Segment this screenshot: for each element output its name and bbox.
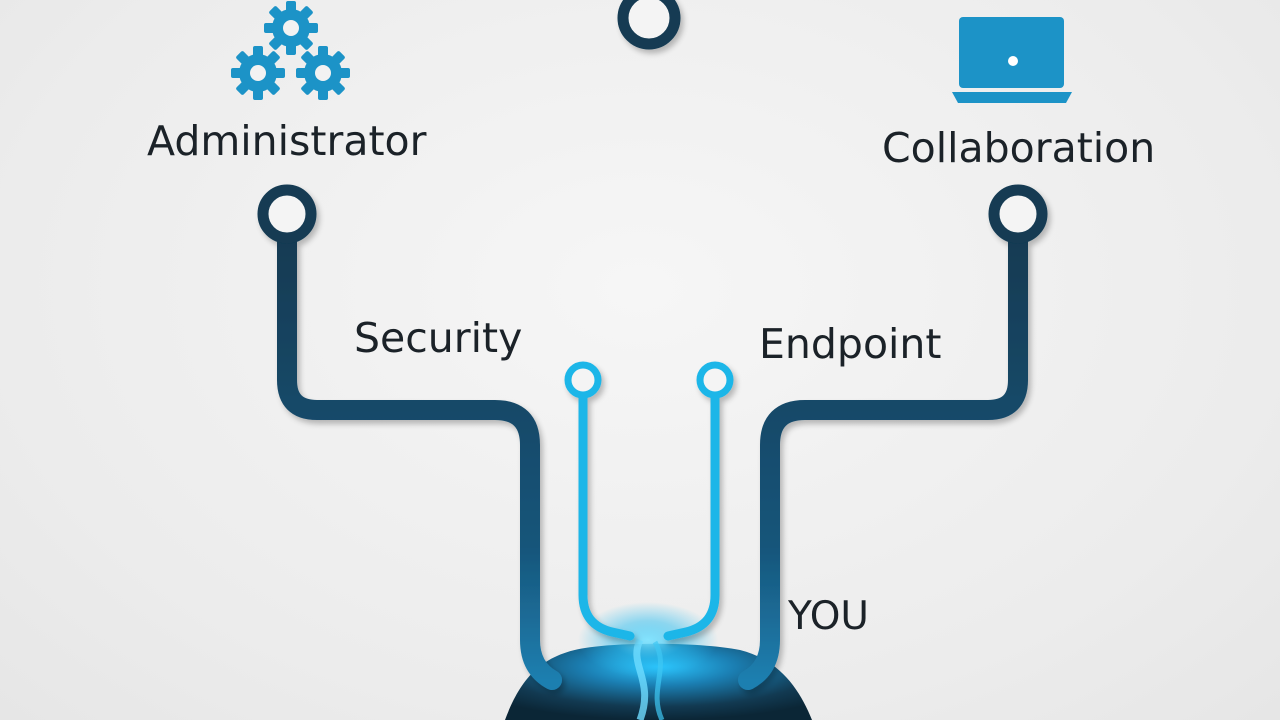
light-stream <box>633 638 649 720</box>
label-collaboration: Collaboration <box>882 124 1156 172</box>
node-collaboration <box>988 184 1048 244</box>
label-security: Security <box>354 314 523 362</box>
node-administrator <box>257 184 317 244</box>
branch-endpoint-inner <box>663 393 720 641</box>
branch-administrator <box>277 225 562 690</box>
light-stream <box>652 640 665 720</box>
node-center <box>617 0 681 50</box>
branch-collaboration <box>738 225 1028 690</box>
node-security <box>564 361 602 399</box>
label-endpoint: Endpoint <box>759 320 942 368</box>
laptop-icon <box>952 17 1072 103</box>
node-endpoint <box>696 361 734 399</box>
label-you: YOU <box>788 594 869 639</box>
label-administrator: Administrator <box>147 117 427 165</box>
branch-security-inner <box>578 393 635 641</box>
gears-icon <box>231 1 350 100</box>
